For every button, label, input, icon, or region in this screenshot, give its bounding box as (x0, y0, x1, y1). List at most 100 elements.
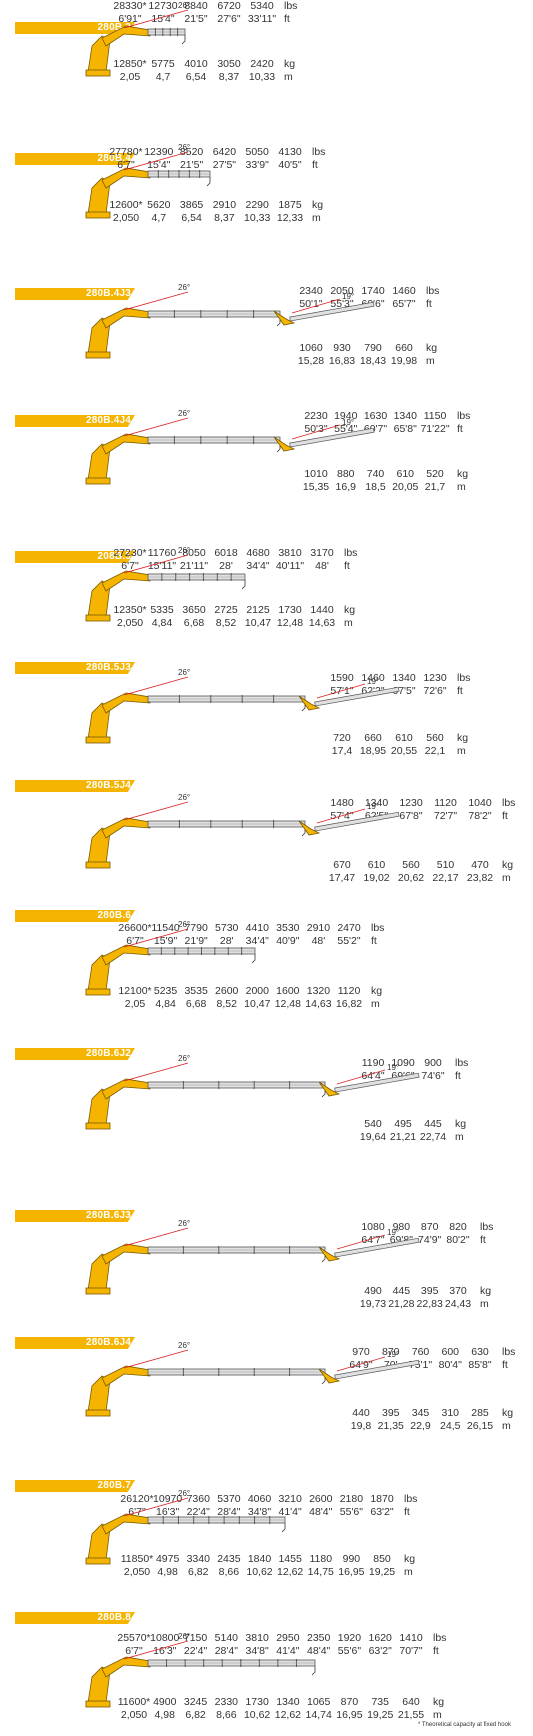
hook-icon (301, 827, 306, 837)
crane-boom (147, 1246, 326, 1254)
lbs-row-value: 1040 (468, 797, 492, 809)
m-row-value: 4,98 (157, 1566, 178, 1578)
ft-row-value: 64'9" (349, 1359, 373, 1371)
jib-knuckle (273, 436, 296, 452)
crane-boom (147, 28, 186, 36)
lbs-row-value: 1590 (330, 672, 354, 684)
m-row-value: 4,7 (155, 71, 171, 83)
m-row-value: 14,63 (305, 998, 332, 1010)
m-row-value: 20,55 (390, 745, 418, 757)
ft-row-value: 63'2" (370, 1506, 394, 1518)
lbs-row-value: 900 (424, 1057, 442, 1069)
model-tag: 280B.4J3 (15, 288, 135, 300)
m-row-value: 21,55 (397, 1709, 425, 1721)
ft-row-value: 55'6" (337, 1645, 362, 1657)
m-row-value: 18,5 (365, 481, 386, 493)
ft-row-unit: ft (455, 1070, 461, 1082)
lbs-row-value: 1120 (434, 797, 457, 809)
m-row-value: 8,66 (216, 1709, 237, 1721)
ft-row-value: 21'5" (184, 13, 208, 25)
hook-icon (181, 35, 186, 45)
lbs-row-value: 4410 (245, 922, 269, 934)
ft-row-value: 48' (311, 935, 326, 947)
lbs-row-value: 820 (449, 1221, 467, 1233)
m-row-value: 19,02 (363, 872, 390, 884)
hook-icon (281, 1523, 286, 1533)
lbs-row-value: 11540 (151, 922, 180, 934)
lbs-row-value: 10800 (150, 1632, 180, 1644)
m-row-unit: m (284, 71, 293, 83)
m-row-value: 22,9 (410, 1420, 431, 1432)
lbs-row-value: 5140 (214, 1632, 239, 1644)
ft-row: 57'1"62'2"67'5"72'6"ft (0, 685, 533, 698)
lbs-row-value: 12390 (144, 146, 174, 158)
hook-icon (206, 177, 211, 187)
ft-row-value: 6'91" (118, 13, 142, 25)
ft-row: 6'7"15'4"21'5"27'5"33'9"40'5"ft (0, 159, 533, 172)
lbs-row-value: 7360 (186, 1493, 210, 1505)
kg-row-value: 735 (371, 1696, 389, 1708)
lbs-row-value: 1630 (363, 410, 388, 422)
lbs-row-value: 870 (381, 1346, 400, 1358)
kg-row-value: 345 (411, 1407, 430, 1419)
m-row-value: 14,63 (308, 617, 336, 629)
ft-row-value: 21'11" (179, 560, 209, 572)
lbs-row-value: 600 (441, 1346, 460, 1358)
ft-row-value: 21'5" (179, 159, 204, 171)
m-row-value: 22,83 (416, 1298, 443, 1310)
kg-row-value: 5335 (150, 604, 174, 616)
kg-row-unit: kg (457, 732, 469, 744)
kg-row-value: 285 (471, 1407, 489, 1419)
crane-inner-boom (101, 307, 151, 329)
kg-row-value: 1730 (278, 604, 302, 616)
kg-row-unit: kg (502, 1407, 514, 1419)
kg-row-unit: kg (344, 604, 356, 616)
kg-row-value: 490 (364, 1285, 382, 1297)
kg-row-value: 720 (333, 732, 351, 744)
lbs-row-unit: lbs (433, 1632, 447, 1644)
ft-row-unit: ft (344, 560, 350, 572)
kg-row-value: 3340 (186, 1553, 210, 1565)
lbs-row-value: 870 (420, 1221, 439, 1233)
lbs-row-value: 6420 (212, 146, 237, 158)
lbs-row-value: 8050 (182, 547, 206, 559)
m-row-unit: m (502, 872, 511, 884)
m-row-value: 16,82 (335, 998, 363, 1010)
kg-row-value: 370 (449, 1285, 467, 1297)
m-row-value: 20,62 (397, 872, 425, 884)
kg-row-value: 520 (426, 468, 444, 480)
ft-row-value: 74'9" (418, 1234, 442, 1246)
lbs-row-value: 2340 (299, 285, 323, 297)
ft-row-value: 48'4" (307, 1645, 331, 1657)
model-tag: 280B.6 (15, 910, 135, 922)
ft-row-value: 50'3" (304, 423, 328, 435)
ft-row-value: 15'9" (153, 935, 178, 947)
kg-row-unit: kg (480, 1285, 492, 1297)
jib-knuckle (273, 310, 296, 326)
model-tag: 280B.8 (15, 1612, 135, 1624)
lbs-row-unit: lbs (455, 1057, 469, 1069)
ft-row-value: 28'4" (217, 1506, 241, 1518)
ft-row-value: 64'7" (361, 1234, 385, 1246)
ft-row-value: 16'3" (153, 1645, 177, 1657)
lbs-row-value: 7150 (183, 1632, 208, 1644)
kg-row-value: 2435 (217, 1553, 241, 1565)
m-row-value: 14,74 (305, 1709, 332, 1721)
lbs-row-value: 2230 (304, 410, 328, 422)
kg-row-value: 11600* (117, 1696, 151, 1708)
kg-row-value: 3535 (184, 985, 208, 997)
m-row-unit: m (404, 1566, 413, 1578)
lbs-row-value: 1340 (393, 410, 417, 422)
kg-row-value: 560 (426, 732, 444, 744)
ft-row-value: 28'4" (214, 1645, 238, 1657)
kg-row-unit: kg (502, 859, 514, 871)
m-row-value: 18,95 (359, 745, 387, 757)
kg-row-value: 850 (373, 1553, 391, 1565)
